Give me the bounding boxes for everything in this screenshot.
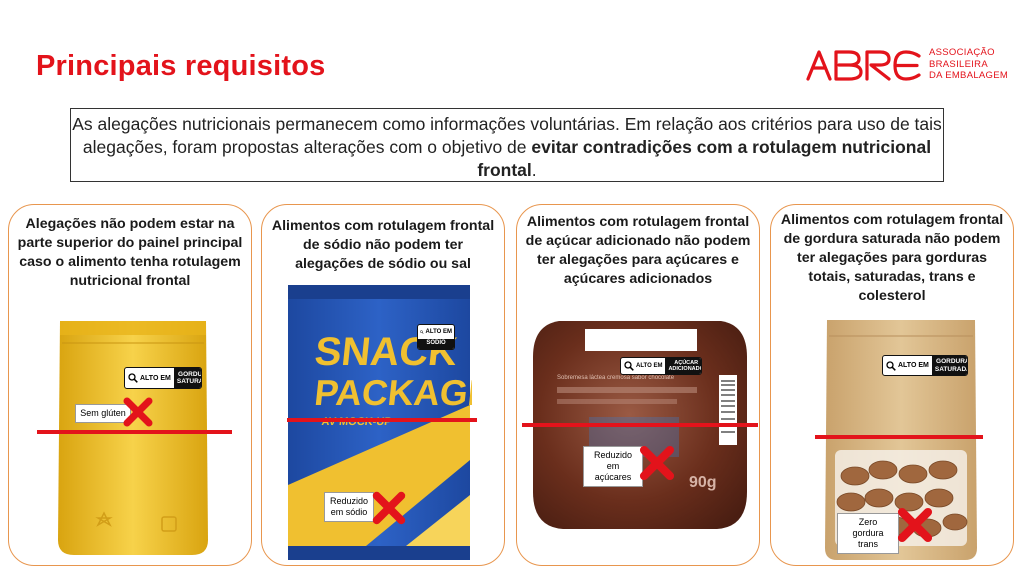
requirement-card-1: Alegações não podem estar na parte super… [8, 204, 252, 566]
claim-label: Reduzido em açúcares [583, 446, 643, 487]
x-mark-icon [372, 491, 406, 525]
magnifier-icon [128, 373, 138, 383]
claim-label: Reduzido em sódio [324, 492, 374, 522]
package-weight: 90g [689, 474, 717, 491]
nutrition-seal: ALTO EM SÓDIO [417, 324, 455, 350]
requirement-card-2: Alimentos com rotulagem frontal de sódio… [261, 204, 505, 566]
claim-label: Zero gordura trans [837, 513, 899, 554]
magnifier-icon [624, 361, 634, 371]
logo-text: ASSOCIAÇÃO BRASILEIRA DA EMBALAGEM [929, 47, 1008, 82]
claim-label: Sem glúten [75, 404, 131, 423]
requirement-card-4: Alimentos com rotulagem frontal de gordu… [770, 204, 1014, 566]
magnifier-icon [420, 330, 424, 334]
cutoff-line [815, 435, 983, 439]
intro-highlight: evitar contradições com a rotulagem nutr… [477, 137, 932, 180]
seal-nutrient-label: SÓDIO [418, 339, 454, 349]
logo-text-line: ASSOCIAÇÃO [929, 47, 995, 58]
abre-logo: ASSOCIAÇÃO BRASILEIRA DA EMBALAGEM [805, 46, 1008, 86]
cutoff-line [287, 418, 477, 422]
card-title: Alegações não podem estar na parte super… [17, 216, 243, 289]
nutrition-seal: ALTO EM GORDURA SATURADA [124, 367, 202, 389]
x-mark-icon [123, 397, 153, 427]
nutrition-seal: ALTO EM GORDURA SATURADA [882, 355, 968, 376]
seal-nutrient-label: GORDURA SATURADA [931, 356, 967, 375]
seal-high-label: ALTO EM [898, 362, 929, 369]
page-title: Principais requisitos [36, 50, 326, 82]
card-title: Alimentos com rotulagem frontal de açúca… [525, 214, 751, 287]
seal-high-label: ALTO EM [636, 363, 663, 369]
card-title: Alimentos com rotulagem frontal de gordu… [780, 212, 1004, 304]
seal-nutrient-label: GORDURA SATURADA [173, 368, 201, 388]
abre-logo-mark [806, 50, 921, 81]
seal-high-label: ALTO EM [140, 374, 171, 382]
cutoff-line [37, 430, 232, 434]
package-line-2: PACKAGE [313, 372, 472, 413]
package-small-text: Sobremesa láctea cremosa sabor chocolate [557, 375, 675, 381]
logo-text-line: BRASILEIRA [929, 58, 988, 70]
logo-text-line: DA EMBALAGEM [929, 70, 1009, 81]
nutrition-seal: ALTO EM AÇÚCAR ADICIONADO [620, 357, 702, 375]
card-title: Alimentos com rotulagem frontal de sódio… [271, 218, 495, 272]
intro-text: As alegações nutricionais permanecem com… [72, 114, 942, 157]
yellow-pouch-image [58, 321, 208, 555]
intro-end: . [531, 160, 537, 180]
requirement-card-3: Alimentos com rotulagem frontal de açúca… [516, 204, 760, 566]
magnifier-icon [886, 360, 896, 371]
x-mark-icon [639, 445, 675, 481]
x-mark-icon [897, 507, 933, 543]
package-line-3: AV MOCK-UP [321, 416, 392, 428]
cutoff-line [522, 423, 758, 427]
seal-high-label: ALTO EM [425, 329, 452, 335]
intro-box: As alegações nutricionais permanecem com… [70, 108, 944, 182]
seal-nutrient-label: AÇÚCAR ADICIONADO [665, 358, 701, 374]
